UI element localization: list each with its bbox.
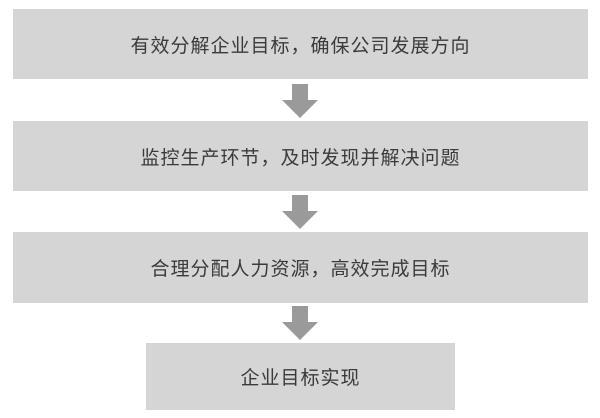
step-1-label: 有效分解企业目标，确保公司发展方向 xyxy=(130,34,471,57)
step-3-box: 合理分配人力资源，高效完成目标 xyxy=(13,232,588,303)
step-2-box: 监控生产环节，及时发现并解决问题 xyxy=(13,121,588,191)
down-arrow-icon xyxy=(282,306,318,340)
step-3-label: 合理分配人力资源，高效完成目标 xyxy=(150,258,451,280)
step-4-box: 企业目标实现 xyxy=(146,343,455,410)
step-2-label: 监控生产环节，及时发现并解决问题 xyxy=(140,146,461,169)
step-1-box: 有效分解企业目标，确保公司发展方向 xyxy=(13,9,588,79)
down-arrow-icon xyxy=(282,84,318,118)
step-4-label: 企业目标实现 xyxy=(240,367,361,389)
down-arrow-icon xyxy=(282,195,318,229)
